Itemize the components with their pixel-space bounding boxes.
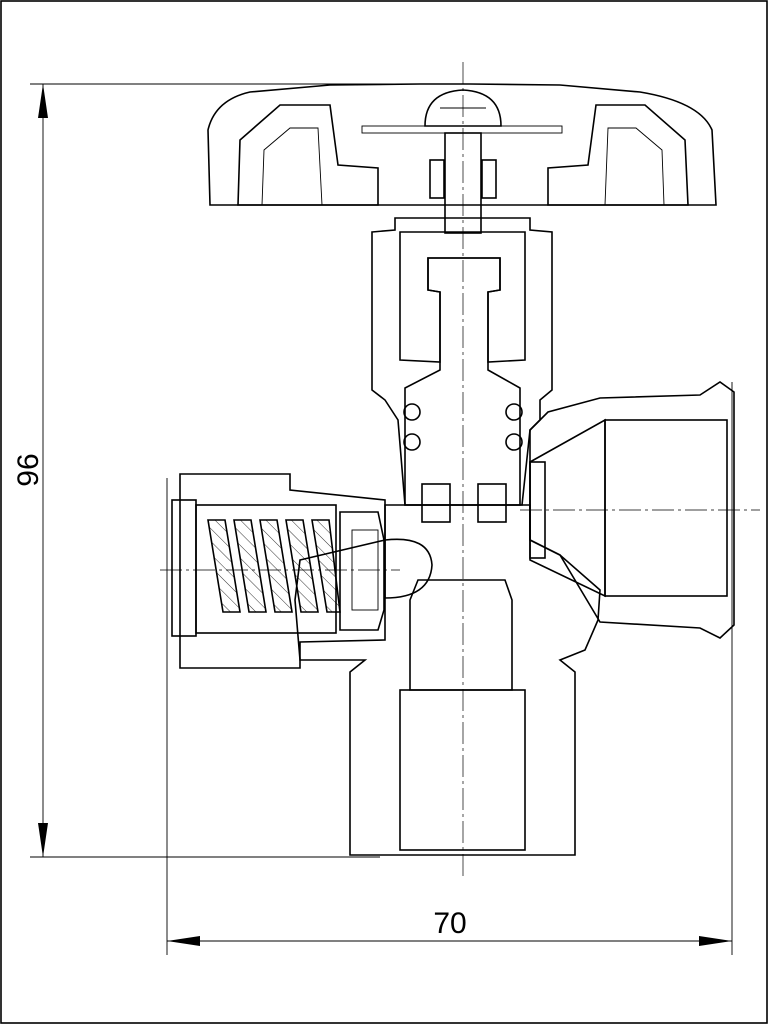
o-ring bbox=[403, 433, 421, 451]
height-dimension-label: 96 bbox=[12, 453, 45, 486]
relief-assembly bbox=[171, 473, 386, 669]
o-ring bbox=[505, 403, 523, 421]
seat-seal bbox=[421, 483, 451, 523]
width-dimension-label: 70 bbox=[433, 907, 466, 940]
seat-seal bbox=[477, 483, 507, 523]
o-ring bbox=[505, 433, 523, 451]
spring bbox=[207, 519, 341, 613]
center-lines bbox=[160, 62, 760, 880]
width-dimension: 70 bbox=[166, 382, 733, 955]
inlet-bore bbox=[399, 689, 526, 851]
handwheel bbox=[207, 83, 717, 234]
height-dimension: 96 bbox=[12, 83, 470, 858]
o-ring bbox=[403, 403, 421, 421]
bonnet bbox=[371, 217, 553, 523]
